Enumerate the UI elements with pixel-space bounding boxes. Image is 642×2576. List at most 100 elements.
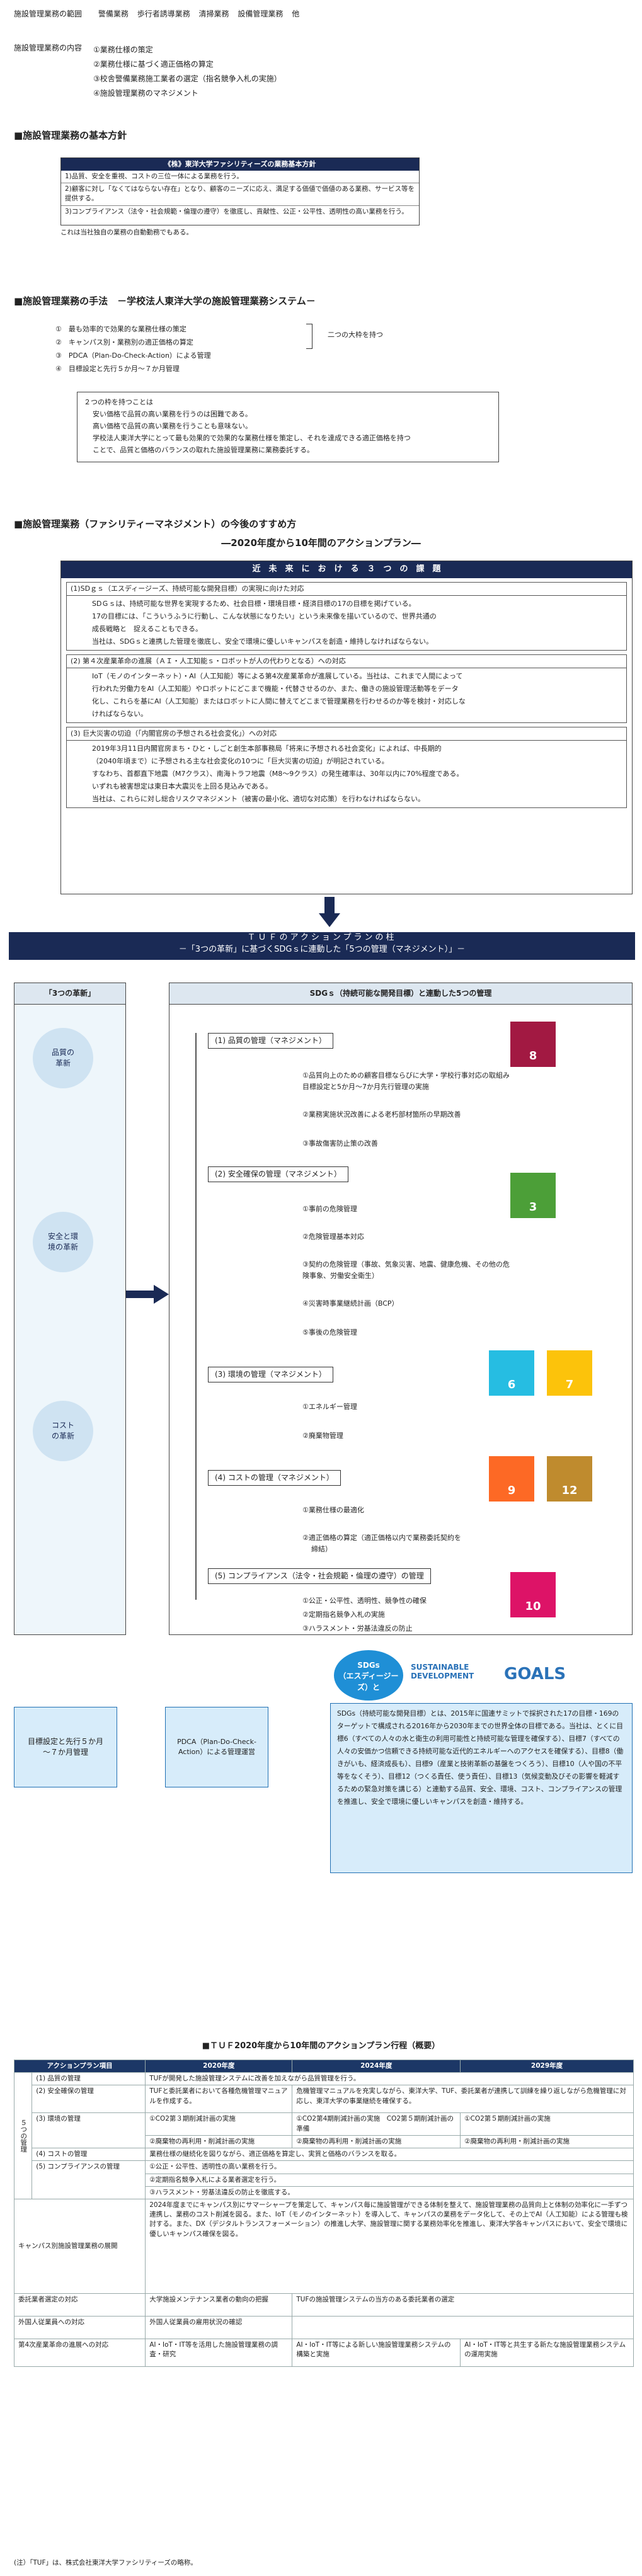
method-item: ② キャンパス別・業務別の適正価格の算定 bbox=[55, 338, 193, 346]
schedule-title: ■ＴＵＦ2020年度から10年間のアクションプラン行程（概要） bbox=[202, 2041, 440, 2051]
mgmt-quality: (1) 品質の管理（マネジメント） bbox=[208, 1033, 333, 1049]
method-explain-box: ２つの枠を持つことは 安い価格で品質の高い業務を行うのは困難である。 高い価格で… bbox=[77, 392, 499, 462]
pillars-banner-subtitle: －「3つの革新」に基づくSDGｓに連動した「5つの管理（マネジメント）」－ bbox=[178, 944, 466, 954]
table-cell: TUFが開発した施設管理システムに改善を加えながら品質管理を行う。 bbox=[145, 2072, 634, 2086]
content-label: 施設管理業務の内容 bbox=[14, 43, 83, 52]
scope-item: 清掃業務 bbox=[198, 9, 229, 18]
issue-head: (3) 巨大災害の切迫（「内閣官房の予想される社会変化」）への対応 bbox=[67, 727, 626, 741]
innovations-header: 「3つの革新」 bbox=[14, 983, 125, 1005]
section-title-basic-policy: ■施設管理業務の基本方針 bbox=[14, 130, 127, 141]
policy-row: 3)コンプライアンス（法令・社会規範・倫理の遵守）を徹底し、貢献性、公正・公平性… bbox=[65, 207, 408, 215]
innovation-safety: 安全と環 境の革新 bbox=[33, 1212, 93, 1272]
issue-block: (1)SDｇｓ（エスディージーズ、持続可能な開発目標）の実現に向けた対応 SDＧ… bbox=[66, 581, 627, 651]
sdg-goal-6-icon: 6 bbox=[489, 1350, 534, 1396]
section-subtitle: ―2020年度から10年間のアクションプラン― bbox=[221, 537, 421, 549]
sdg-goal-10-icon: 10 bbox=[510, 1572, 556, 1617]
table-row: (4) コストの管理業務仕様の継続化を図りながら、適正価格を算定し、実質と価格の… bbox=[14, 2148, 634, 2162]
scope-row: 施設管理業務の範囲 警備業務 歩行者誘導業務 清掃業務 設備管理業務 他 bbox=[14, 9, 299, 20]
table-cell: ②廃棄物の再利用・削減計画の実施 bbox=[292, 2134, 461, 2149]
mgmt-leaf: ③契約の危険管理（事故、気象災害、地震、健康危機、その他の危 bbox=[302, 1260, 510, 1268]
management-column: SDGｓ（持続可能な開発目標）と連動した5つの管理 bbox=[169, 983, 633, 1635]
content-item: ④施設管理業務のマネジメント bbox=[93, 89, 198, 98]
table-header: 2029年度 bbox=[460, 2059, 634, 2073]
table-cell: (3) 環境の管理 bbox=[32, 2112, 146, 2149]
sdgs-bubble: SDGs （エスディージーズ）と bbox=[334, 1650, 403, 1701]
mgmt-leaf: ④災害時事業継続計画（BCP） bbox=[302, 1299, 399, 1308]
issue-line: SDＧｓは、持続可能な世界を実現するため、社会目標・環境目標・経済目標の17の目… bbox=[92, 599, 416, 608]
mgmt-leaf: ②定期指名競争入札の実施 bbox=[302, 1610, 385, 1619]
table-cell: ②定期指名競争入札による業者選定を行う。 bbox=[145, 2173, 634, 2187]
mgmt-leaf: ①品質向上のための顧客目標ならびに大学・学校行事対応の取組み bbox=[302, 1071, 510, 1080]
table-group: ５つの管理 bbox=[13, 2072, 33, 2199]
mgmt-leaf: ①公正・公平性、透明性、競争性の確保 bbox=[302, 1597, 427, 1605]
table-cell: ③ハラスメント・労基法違反の防止を徹底する。 bbox=[145, 2186, 634, 2199]
method-list: ① 最も効率的で効果的な業務仕様の策定 ② キャンパス別・業務別の適正価格の算定… bbox=[55, 322, 211, 375]
table-row: ③ハラスメント・労基法違反の防止を徹底する。 bbox=[14, 2186, 634, 2199]
mgmt-leaf: ②廃棄物管理 bbox=[302, 1432, 343, 1440]
table-cell: (2) 安全確保の管理 bbox=[32, 2085, 146, 2114]
issue-line: 17の目標には、「こういうふうに行動し、こんな状態になりたい」という未来像を描い… bbox=[92, 612, 437, 620]
sdg-goal-3-icon: 3 bbox=[510, 1173, 556, 1218]
issue-line: 行われた労働力をAI（人工知能）やロボットにどこまで機能・代替させるのか、また、… bbox=[92, 684, 459, 693]
explain-line: 学校法人東洋大学にとって最も効果的で効果的な業務仕様を策定し、それを達成できる適… bbox=[93, 434, 411, 442]
section-title-future: ■施設管理業務（ファシリティーマネジメント）の今後のすすめ方 bbox=[14, 518, 297, 530]
policy-row: 2)顧客に対し「なくてはならない存在」となり、顧客のニーズに応え、満足する価値で… bbox=[61, 183, 419, 206]
mgmt-leaf: 目標設定と5か月～7か月先行管理の実施 bbox=[302, 1083, 429, 1091]
brace-icon bbox=[306, 324, 312, 349]
sdg-goal-9-icon: 9 bbox=[489, 1456, 534, 1502]
issue-line: （2040年頃まで）に予想される主な社会変化の10つに「巨大災害の切迫」が明記さ… bbox=[92, 756, 389, 765]
table-cell: AI・IoT・IT等と共生する新たな施設管理業務システムの運用実施 bbox=[460, 2338, 634, 2367]
mgmt-leaf: 険事象、労働安全衛生） bbox=[302, 1272, 379, 1280]
mgmt-leaf: ②適正価格の算定（適正価格以内で業務委託契約を bbox=[302, 1534, 461, 1542]
sdgs-description-box: SDGs（持続可能な開発目標）とは、2015年に国連サミットで採択された17の目… bbox=[330, 1703, 633, 1873]
policy-box-title: 《株》東洋大学ファシリティーズの業務基本方針 bbox=[61, 158, 419, 171]
sdgs-goals-logo: GOALS bbox=[504, 1665, 566, 1684]
management-header: SDGｓ（持続可能な開発目標）と連動した5つの管理 bbox=[169, 983, 632, 1005]
table-cell: (4) コストの管理 bbox=[32, 2148, 146, 2162]
footnote: (注）「TUF」は、株式会社東洋大学ファシリティーズの略称。 bbox=[14, 2559, 197, 2567]
sdg-goal-12-icon: 12 bbox=[547, 1456, 592, 1502]
table-cell: 外国人従業員の雇用状況の確認 bbox=[145, 2315, 293, 2339]
table-cell: 委託業者選定の対応 bbox=[13, 2293, 146, 2317]
mgmt-leaf: ①業務仕様の最適化 bbox=[302, 1506, 364, 1514]
mgmt-leaf: ①エネルギー管理 bbox=[302, 1403, 357, 1411]
pillars-banner: ＴＵＦのアクションプランの柱 －「3つの革新」に基づくSDGｓに連動した「5つの… bbox=[9, 932, 635, 960]
mgmt-compliance: (5) コンプライアンス（法令・社会規範・倫理の遵守）の管理 bbox=[208, 1568, 431, 1585]
explain-line: ２つの枠を持つことは bbox=[84, 398, 153, 406]
table-cell: 2024年度までにキャンパス別にサマーシャープを策定して、キャンパス毎に施設管理… bbox=[145, 2198, 634, 2294]
explain-line: 高い価格で品質の高い業務を行うことも意味ない。 bbox=[93, 422, 252, 430]
scope-item: 設備管理業務 bbox=[238, 9, 284, 18]
mgmt-leaf: ③事故傷害防止策の改善 bbox=[302, 1139, 378, 1148]
section-title-method: ■施設管理業務の手法 －学校法人東洋大学の施設管理業務システム－ bbox=[14, 295, 316, 307]
mgmt-leaf: 締結） bbox=[311, 1545, 332, 1553]
table-cell: ②廃棄物の再利用・削減計画の実施 bbox=[145, 2134, 293, 2149]
mgmt-leaf: ⑤事後の危険管理 bbox=[302, 1328, 357, 1336]
table-cell: ①CO2第５期削減計画の実施 bbox=[460, 2112, 634, 2136]
issues-panel: 近 未 来 に お け る ３ つ の 課 題 (1)SDｇｓ（エスディージーズ… bbox=[60, 561, 633, 894]
issue-line: 2019年3月11日内閣官房まち・ひと・しごと創生本部事務局「将来に予想される社… bbox=[92, 744, 442, 753]
issue-line: IoT（モノのインターネット）・AI（人工知能）等による第4次産業革命が進展して… bbox=[92, 671, 463, 680]
method-item: ③ PDCA（Plan-Do-Check-Action）による管理 bbox=[55, 351, 211, 360]
sdgs-logo-line: SUSTAINABLE bbox=[411, 1663, 469, 1672]
pdca-box: PDCA（Plan-Do-Check- Action）による管理運営 bbox=[165, 1707, 268, 1787]
scope-item: 警備業務 bbox=[98, 9, 129, 18]
issue-line: 当社は、これらに対し総合リスクマネジメント（被害の最小化、適切な対応策）を行わな… bbox=[92, 794, 425, 803]
table-cell: (5) コンプライアンスの管理 bbox=[32, 2160, 146, 2199]
policy-note: これは当社独自の業務の自動勤務でもある。 bbox=[60, 229, 193, 236]
table-cell: AI・IoT・IT等による新しい施設管理業務システムの構築と実施 bbox=[292, 2338, 461, 2367]
table-row: 外国人従業員への対応外国人従業員の雇用状況の確認 bbox=[13, 2315, 634, 2339]
target-setting-box: 目標設定と先行５か月 ～７か月管理 bbox=[14, 1707, 117, 1787]
issue-line: 成長戦略と 捉えることもできる。 bbox=[92, 624, 203, 633]
pillars-banner-title: ＴＵＦのアクションプランの柱 bbox=[247, 933, 397, 942]
policy-box: 《株》東洋大学ファシリティーズの業務基本方針 1)品質、安全を重視、コストの三位… bbox=[60, 157, 420, 225]
table-cell: TUFと委託業者において各種危機管理マニュアルを作成する。 bbox=[145, 2085, 293, 2114]
table-header: 2024年度 bbox=[292, 2059, 461, 2073]
sdg-goal-7-icon: 7 bbox=[547, 1350, 592, 1396]
